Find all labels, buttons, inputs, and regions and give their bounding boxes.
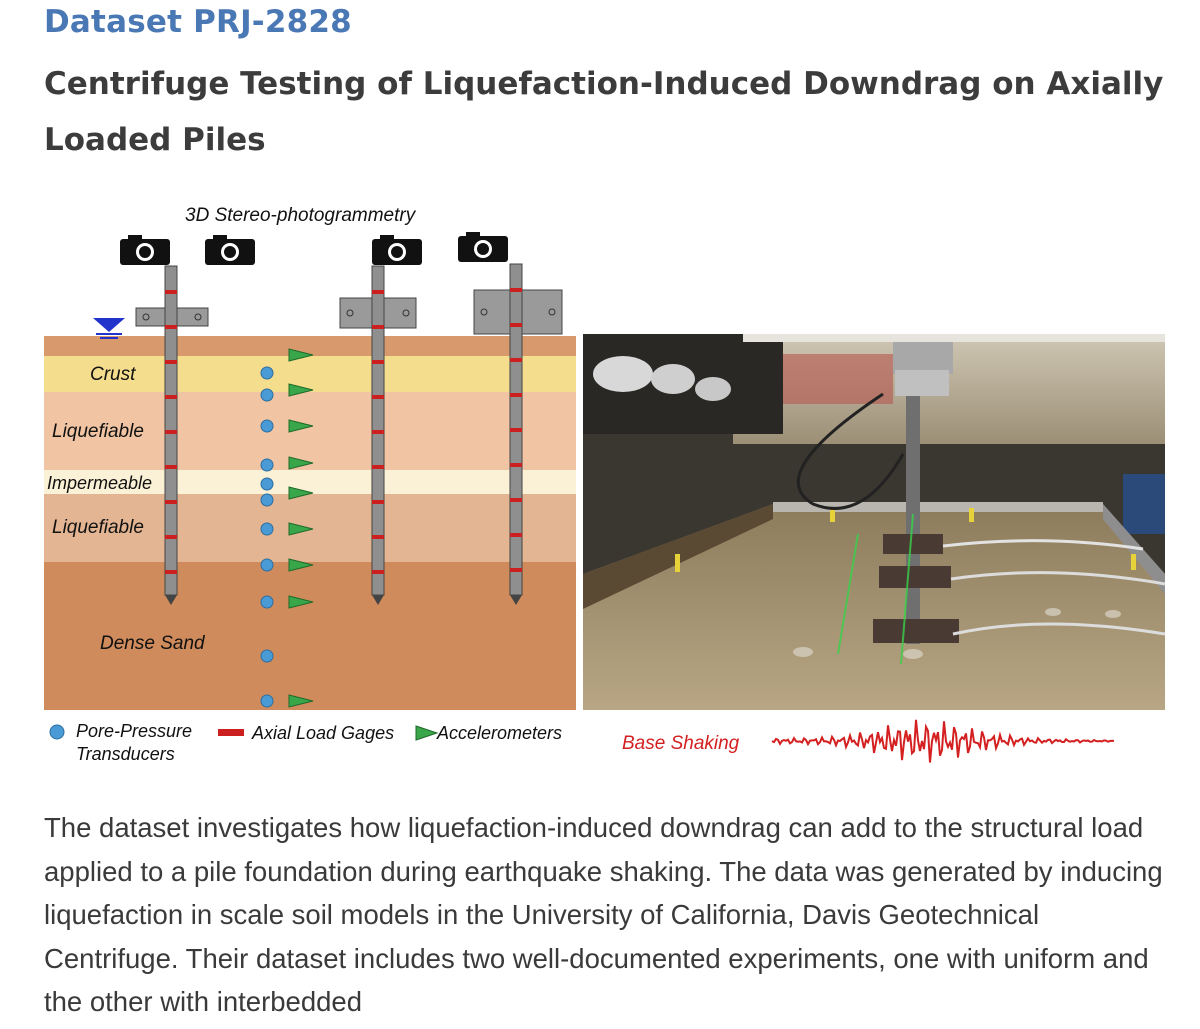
soil-layer-top-band [44,336,576,356]
soil-layer-liquefiable-upper [44,392,576,470]
axial-load-gage [372,535,384,539]
camera-icon [458,232,508,262]
camera-top [128,235,142,241]
pile-tip [165,595,177,605]
pore-pressure-transducer [260,649,274,663]
water-table-icon [93,318,125,339]
layer-label-impermeable: Impermeable [47,473,152,493]
dataset-description: The dataset investigates how liquefactio… [44,812,1163,1017]
axial-load-gage [165,570,177,574]
pore-pressure-transducer [260,694,274,708]
axial-load-gage [372,360,384,364]
layer-label-dense-sand: Dense Sand [100,633,206,654]
accelerometer [288,595,314,609]
soil-layer-impermeable [44,470,576,494]
layer-label-liquefiable-lower: Liquefiable [52,517,144,538]
axial-load-gage [372,430,384,434]
accelerometer [288,486,314,500]
pile-tip [372,595,384,605]
axial-load-gage [510,533,522,537]
accelerometer [288,419,314,433]
axial-load-gage [165,290,177,294]
layer-label-liquefiable-upper: Liquefiable [52,421,144,442]
legend-axial-gage-icon [218,729,244,736]
axial-load-gage [510,568,522,572]
legend-transducer-icon [49,724,65,740]
axial-load-gage [165,325,177,329]
pore-pressure-transducer [260,493,274,507]
pore-pressure-transducer [260,477,274,491]
axial-load-gage [372,500,384,504]
axial-load-gage [510,463,522,467]
camera-lens [477,243,489,255]
axial-load-gage [372,395,384,399]
accelerometer [288,348,314,362]
axial-load-gage [165,430,177,434]
axial-load-gage [372,465,384,469]
axial-load-gage [510,428,522,432]
dataset-id: Dataset PRJ-2828 [44,4,352,40]
axial-load-gage [510,288,522,292]
axial-load-gage [165,360,177,364]
centrifuge-model-photo [583,334,1165,710]
camera-lens [391,246,403,258]
pore-pressure-transducer [260,366,274,380]
camera-icon [120,235,170,265]
pore-pressure-transducer [260,458,274,472]
pore-pressure-transducer [260,522,274,536]
axial-load-gage [510,393,522,397]
page-title: Centrifuge Testing of Liquefaction-Induc… [44,66,1164,158]
pile-cap-bolt [194,313,202,321]
pile-cap-bolt [548,308,556,316]
axial-load-gage [165,535,177,539]
pile-cap-bolt [346,309,354,317]
accelerometer [288,456,314,470]
axial-load-gage [510,323,522,327]
pore-pressure-transducer [260,419,274,433]
legend-accelerometers: Accelerometers [436,723,562,743]
legend-pore-pressure-line2: Transducers [76,744,175,764]
layer-label-crust: Crust [90,364,136,385]
accelerometer [288,522,314,536]
soil-layer-crust [44,356,576,392]
camera-top [380,235,394,241]
experiment-diagram: Crust Liquefiable Impermeable Liquefiabl… [44,205,1115,764]
accelerometer [288,694,314,708]
axial-load-gage [165,465,177,469]
camera-icon [205,235,255,265]
pile-cap-bolt [142,313,150,321]
pore-pressure-transducer [260,595,274,609]
camera-icon [372,235,422,265]
pore-pressure-transducer [260,558,274,572]
axial-load-gage [372,570,384,574]
camera-top [213,235,227,241]
accelerometer [288,383,314,397]
axial-load-gage [372,290,384,294]
axial-load-gage [510,498,522,502]
camera-lens [224,246,236,258]
pile-cap-bolt [480,308,488,316]
camera-lens [139,246,151,258]
axial-load-gage [165,395,177,399]
pile-cap-bolt [402,309,410,317]
camera-top [466,232,480,238]
legend-pore-pressure-line1: Pore-Pressure [76,721,192,741]
pore-pressure-transducer [260,388,274,402]
camera-label: 3D Stereo-photogrammetry [185,205,417,226]
pile-tip [510,595,522,605]
axial-load-gage [372,325,384,329]
axial-load-gage [510,358,522,362]
axial-load-gage [165,500,177,504]
soil-layer-dense-sand [44,562,576,710]
legend-accelerometer-icon [415,725,439,741]
base-shaking-waveform [771,719,1115,763]
legend-axial-load: Axial Load Gages [251,723,394,743]
accelerometer [288,558,314,572]
base-shaking-label: Base Shaking [622,733,740,754]
